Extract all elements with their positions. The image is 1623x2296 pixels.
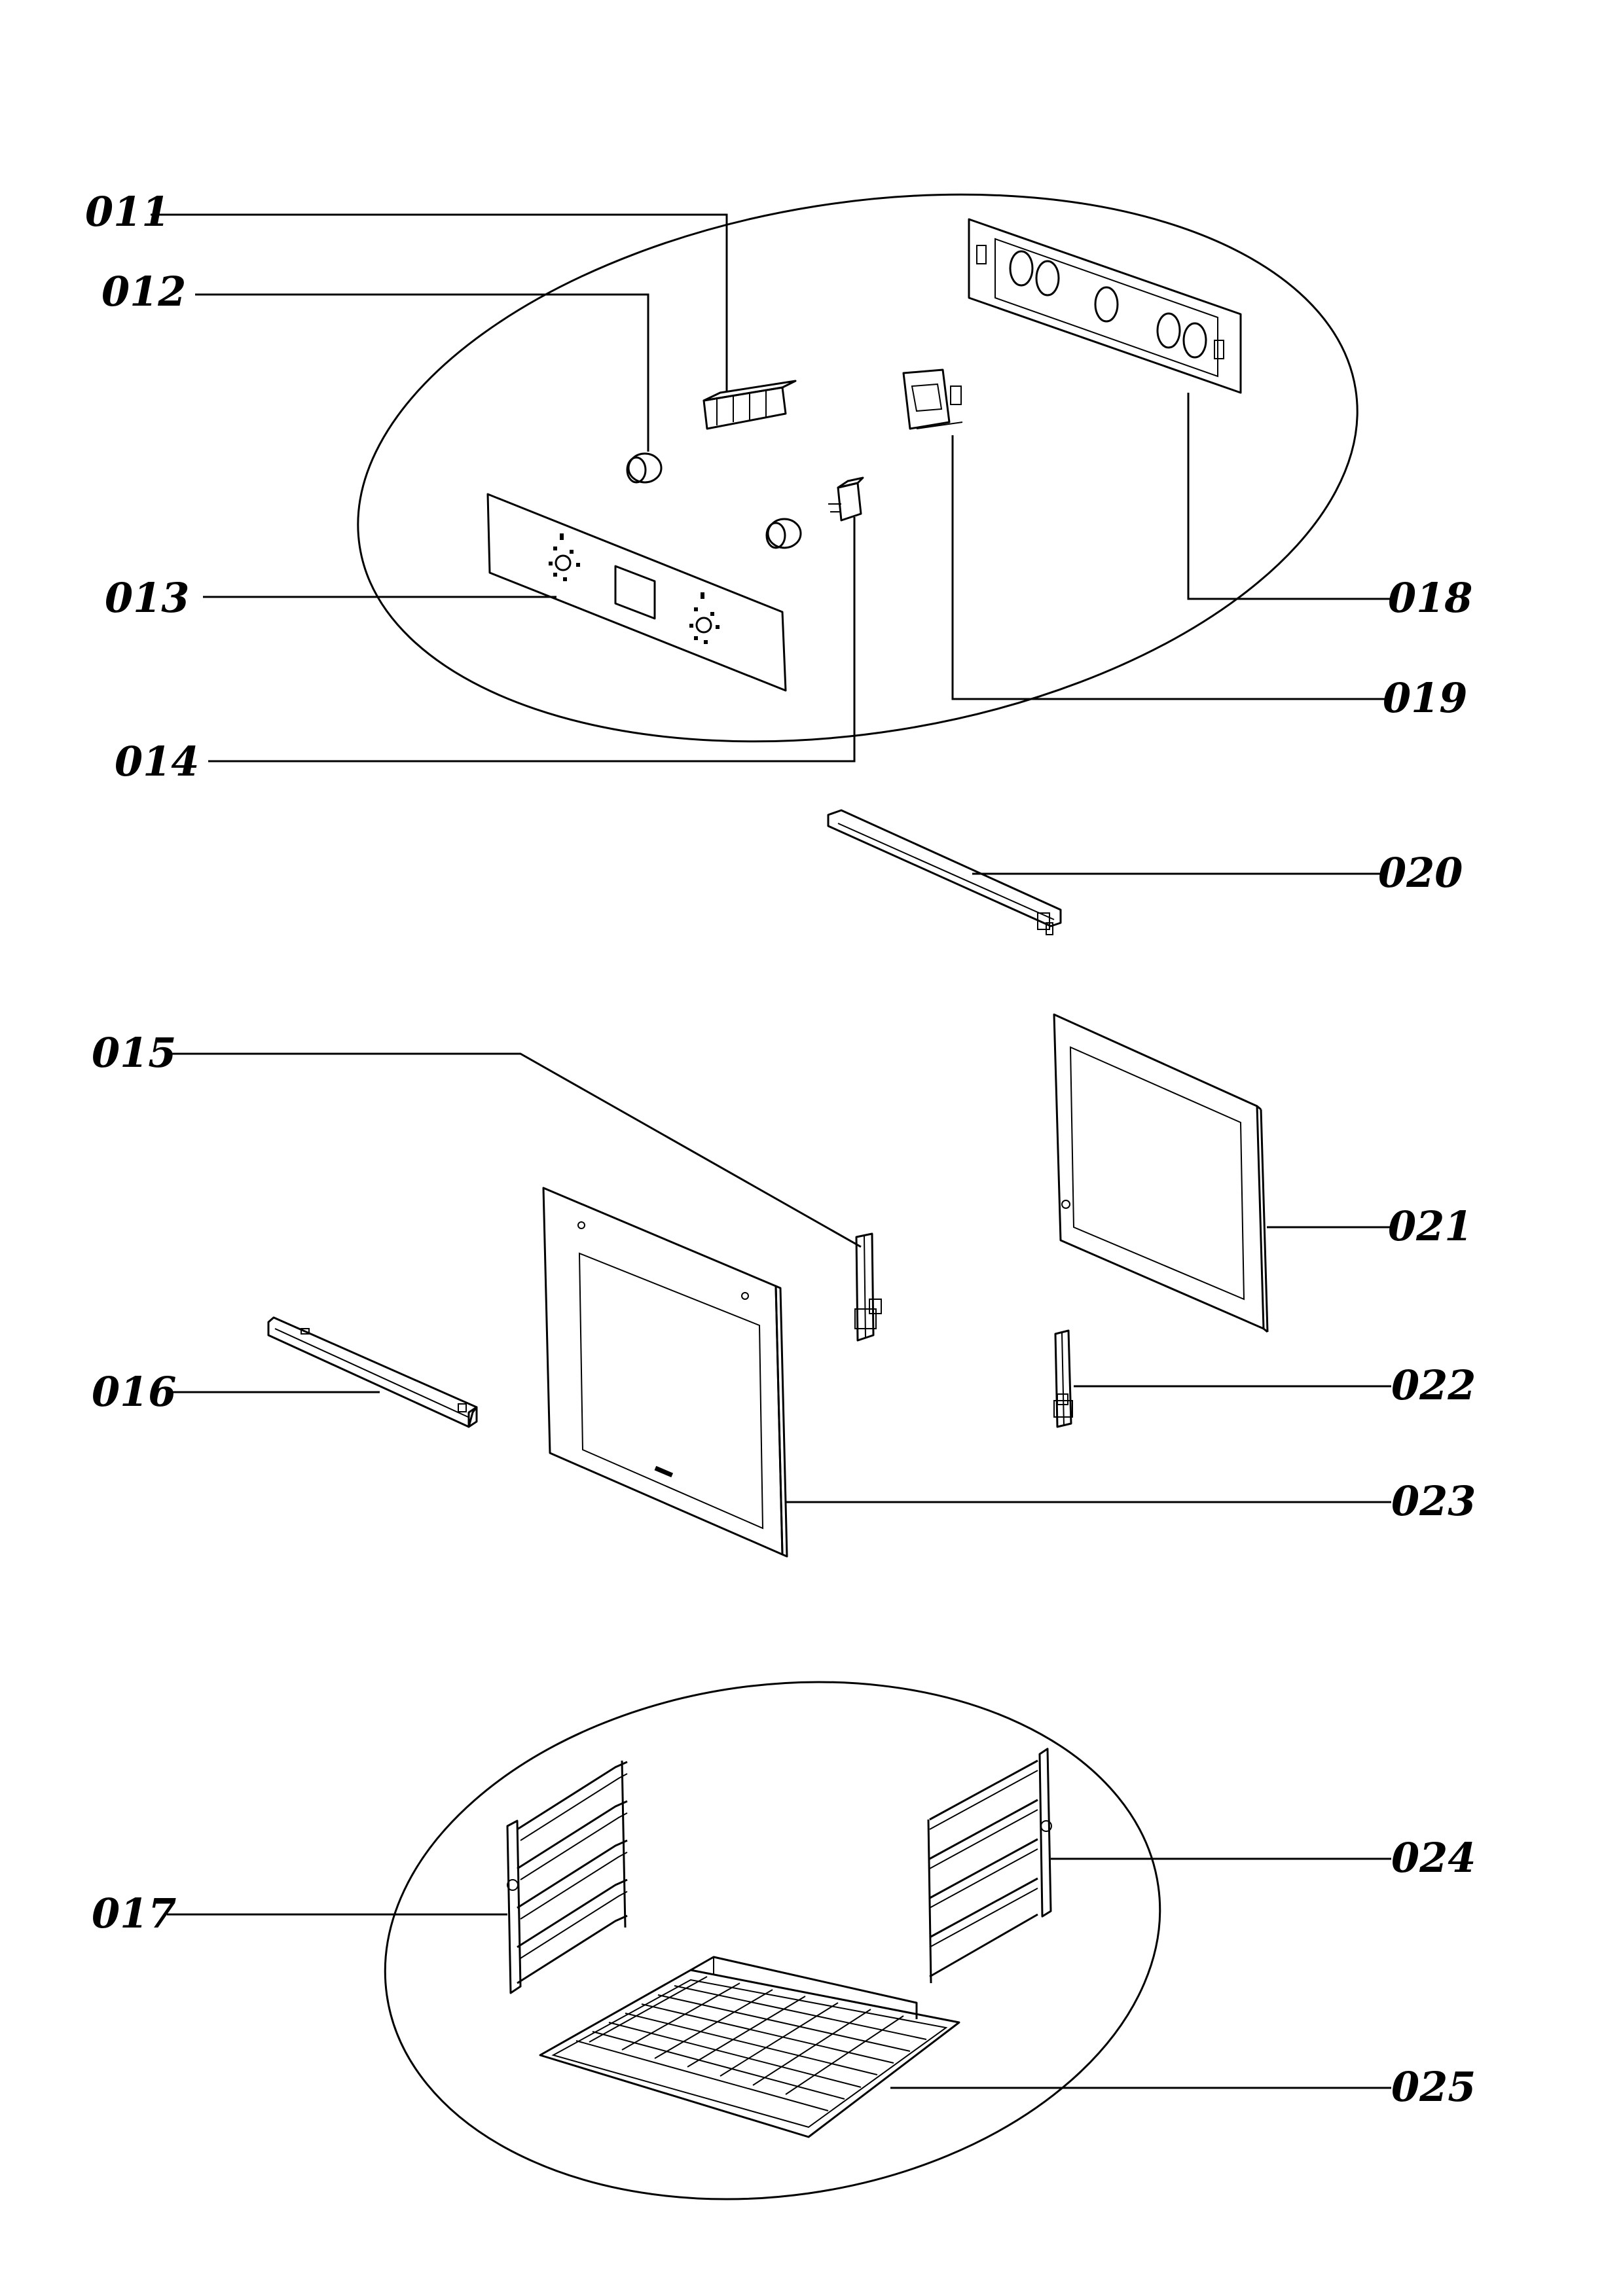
second-knob bbox=[765, 518, 802, 549]
callout-021: 021 bbox=[1388, 1202, 1472, 1250]
callout-025: 025 bbox=[1391, 2063, 1476, 2111]
leader-lines bbox=[151, 213, 1391, 2089]
part-025-wire-shelf bbox=[539, 1956, 960, 2138]
callout-011: 011 bbox=[85, 188, 170, 236]
part-017-left-shelf-rack bbox=[506, 1760, 628, 1994]
part-021-inner-glass bbox=[1053, 1013, 1269, 1333]
callout-014: 014 bbox=[115, 738, 199, 785]
part-018-panel-frame bbox=[968, 218, 1242, 394]
leader-018 bbox=[1187, 393, 1391, 600]
control-panel-group-outline bbox=[357, 193, 1359, 743]
callout-013: 013 bbox=[105, 574, 189, 622]
callout-017: 017 bbox=[92, 1890, 176, 1937]
callout-024: 024 bbox=[1391, 1834, 1476, 1882]
racks-group-outline bbox=[384, 1681, 1161, 2200]
callout-022: 022 bbox=[1391, 1361, 1476, 1409]
callout-020: 020 bbox=[1378, 849, 1463, 897]
callout-012: 012 bbox=[101, 268, 186, 315]
callout-015: 015 bbox=[92, 1029, 176, 1077]
callout-labels: 011 012 013 014 015 016 017 018 019 020 … bbox=[85, 188, 1476, 2111]
leader-014 bbox=[208, 517, 856, 762]
part-022-hinge bbox=[1053, 1329, 1073, 1428]
leader-012 bbox=[195, 293, 649, 452]
callout-018: 018 bbox=[1388, 574, 1472, 622]
leader-019 bbox=[951, 435, 1385, 700]
callout-016: 016 bbox=[92, 1368, 176, 1416]
leader-011 bbox=[151, 213, 728, 391]
part-019-display-module bbox=[902, 368, 963, 430]
part-013-fascia-panel bbox=[486, 493, 787, 692]
callout-019: 019 bbox=[1383, 674, 1467, 722]
part-023-outer-door-glass bbox=[542, 1187, 788, 1558]
part-014-switch bbox=[828, 476, 864, 522]
part-012-knob bbox=[626, 452, 663, 484]
part-011-connector-block bbox=[702, 380, 797, 430]
part-024-right-shelf-rack bbox=[927, 1748, 1052, 1984]
leader-015 bbox=[167, 1052, 862, 1248]
callout-023: 023 bbox=[1391, 1477, 1476, 1525]
part-015-hinge bbox=[854, 1232, 882, 1342]
part-016-trim-strip bbox=[267, 1316, 478, 1428]
part-020-rail bbox=[827, 809, 1062, 935]
